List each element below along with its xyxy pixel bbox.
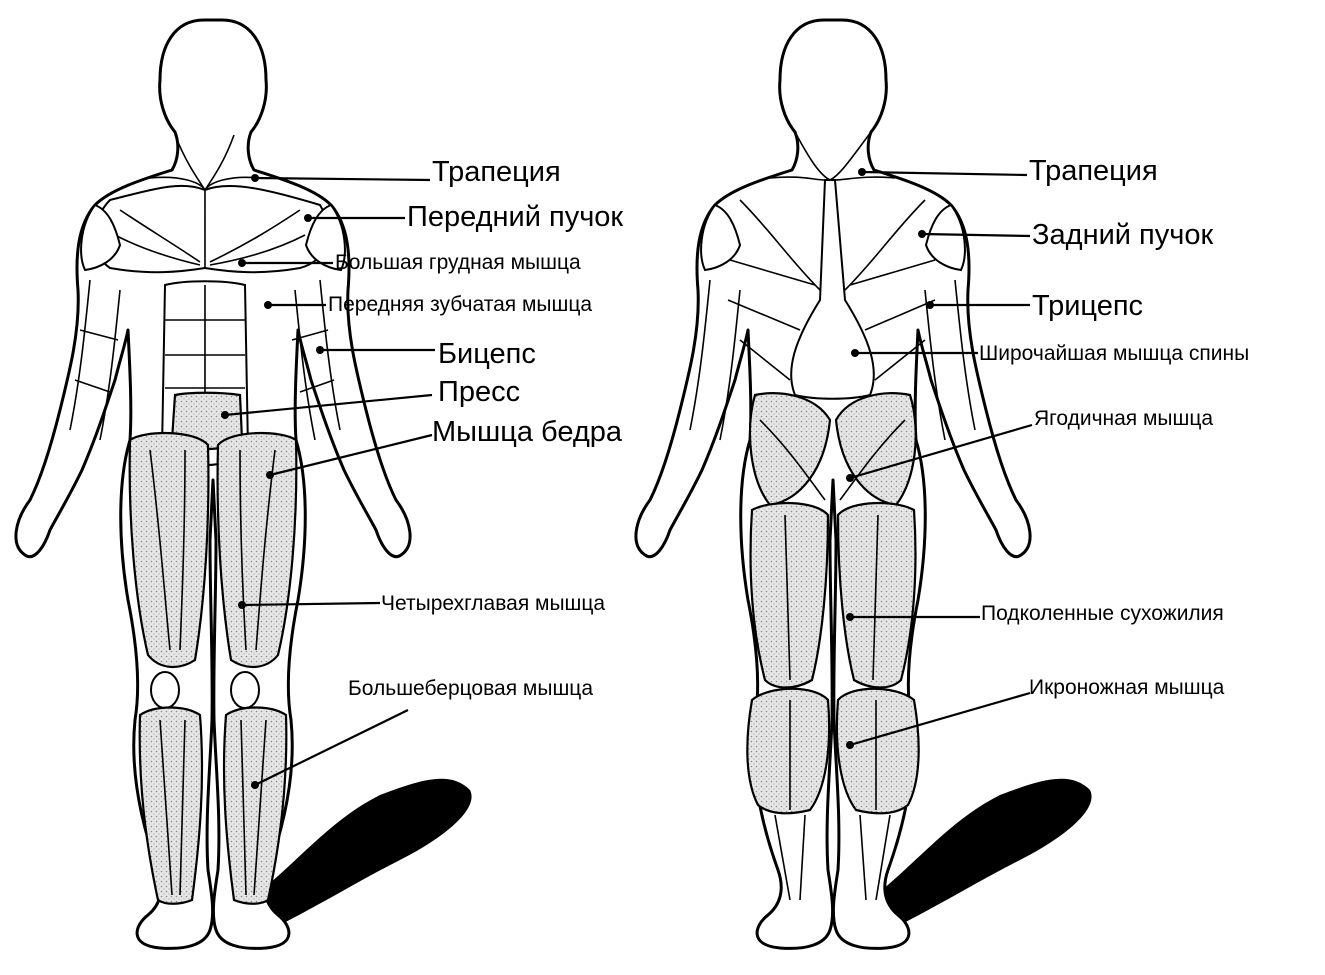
- front-figure: [16, 20, 472, 948]
- label-tibialis: Большеберцовая мышца: [348, 678, 593, 699]
- back-body-outline: [636, 20, 1030, 948]
- label-back-trapezius: Трапеция: [1029, 157, 1158, 186]
- back-figure: [636, 20, 1092, 948]
- label-abs: Пресс: [438, 378, 520, 407]
- label-quadriceps: Четырехглавая мышца: [381, 593, 605, 614]
- back-left-calf: [747, 689, 829, 814]
- label-lats: Широчайшая мышца спины: [979, 343, 1249, 364]
- label-glutes: Ягодичная мышца: [1034, 408, 1213, 429]
- front-right-knee: [231, 672, 259, 708]
- front-body-outline: [16, 20, 410, 948]
- label-hamstrings: Подколенные сухожилия: [981, 603, 1224, 624]
- label-front-deltoid: Передний пучок: [407, 203, 623, 232]
- label-biceps: Бицепс: [438, 340, 536, 369]
- label-pectoral: Большая грудная мышца: [335, 252, 581, 273]
- label-triceps: Трицепс: [1032, 292, 1143, 321]
- label-thigh: Мышца бедра: [432, 418, 622, 447]
- label-rear-deltoid: Задний пучок: [1032, 221, 1213, 250]
- front-left-knee: [151, 672, 179, 708]
- front-chest: [95, 186, 328, 272]
- label-front-trapezius: Трапеция: [432, 158, 561, 187]
- label-serratus: Передняя зубчатая мышца: [328, 294, 592, 315]
- label-calves: Икроножная мышца: [1029, 677, 1224, 698]
- back-right-calf: [837, 689, 919, 814]
